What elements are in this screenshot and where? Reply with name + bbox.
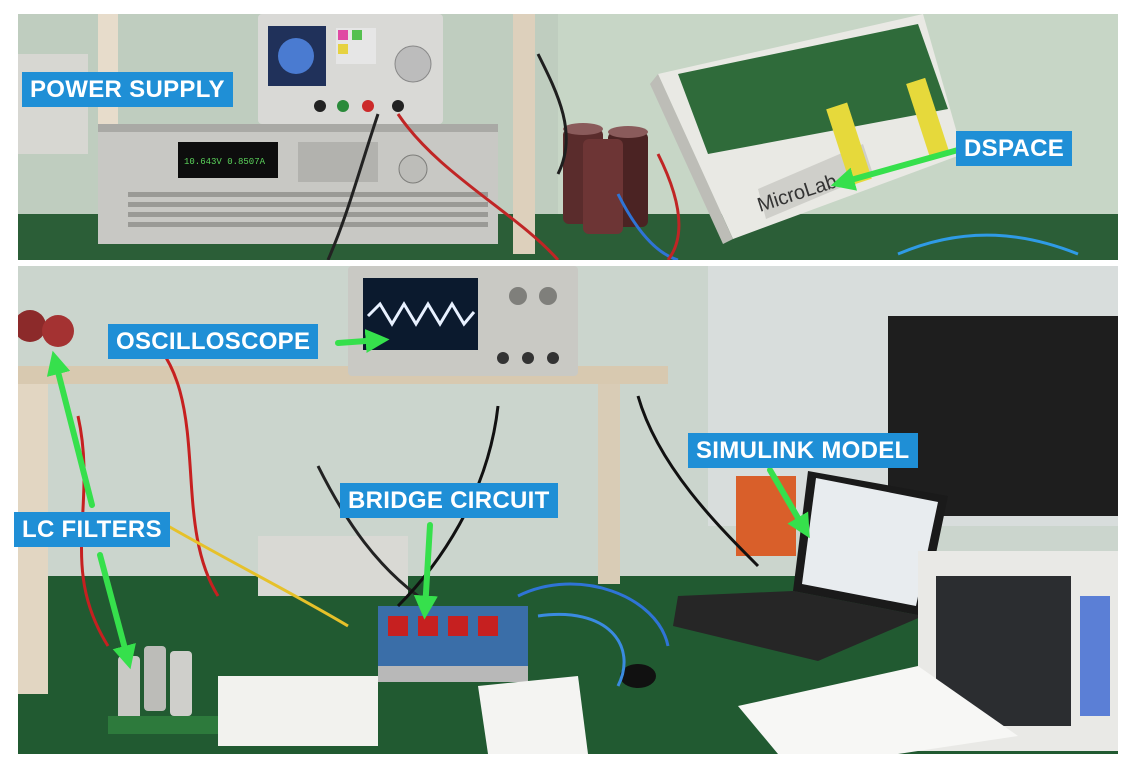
power-supply-device: [258, 14, 443, 124]
label-dspace: DSPACE: [956, 131, 1073, 166]
breadboard: [218, 676, 378, 746]
label-power-supply: POWER SUPPLY: [22, 72, 233, 107]
lc-filter-capacitors: [108, 646, 218, 734]
laptop-simulink: [673, 471, 948, 661]
top-photo: 10.643V 0.8507A MicroLab: [18, 14, 1118, 260]
label-simulink-model: SIMULINK MODEL: [688, 433, 918, 468]
bridge-circuit-board: [378, 606, 528, 682]
oscilloscope-device: [348, 266, 578, 376]
cables-top: [326, 53, 1079, 260]
mouse: [620, 664, 656, 688]
paper-sheet: [478, 676, 588, 754]
monitor: [888, 316, 1118, 516]
load-display-text: 10.643V 0.8507A: [184, 157, 266, 167]
cables-bottom: [76, 324, 760, 687]
orange-meter: [736, 476, 796, 556]
paper-sheet-2: [738, 666, 1018, 754]
inductor-cores: [18, 310, 74, 347]
electronic-load-device: 10.643V 0.8507A: [98, 124, 498, 244]
capacitor-bank: [563, 123, 648, 234]
label-oscilloscope: OSCILLOSCOPE: [108, 324, 319, 359]
label-bridge-circuit: BRIDGE CIRCUIT: [340, 483, 558, 518]
label-lc-filters: LC FILTERS: [14, 512, 170, 547]
